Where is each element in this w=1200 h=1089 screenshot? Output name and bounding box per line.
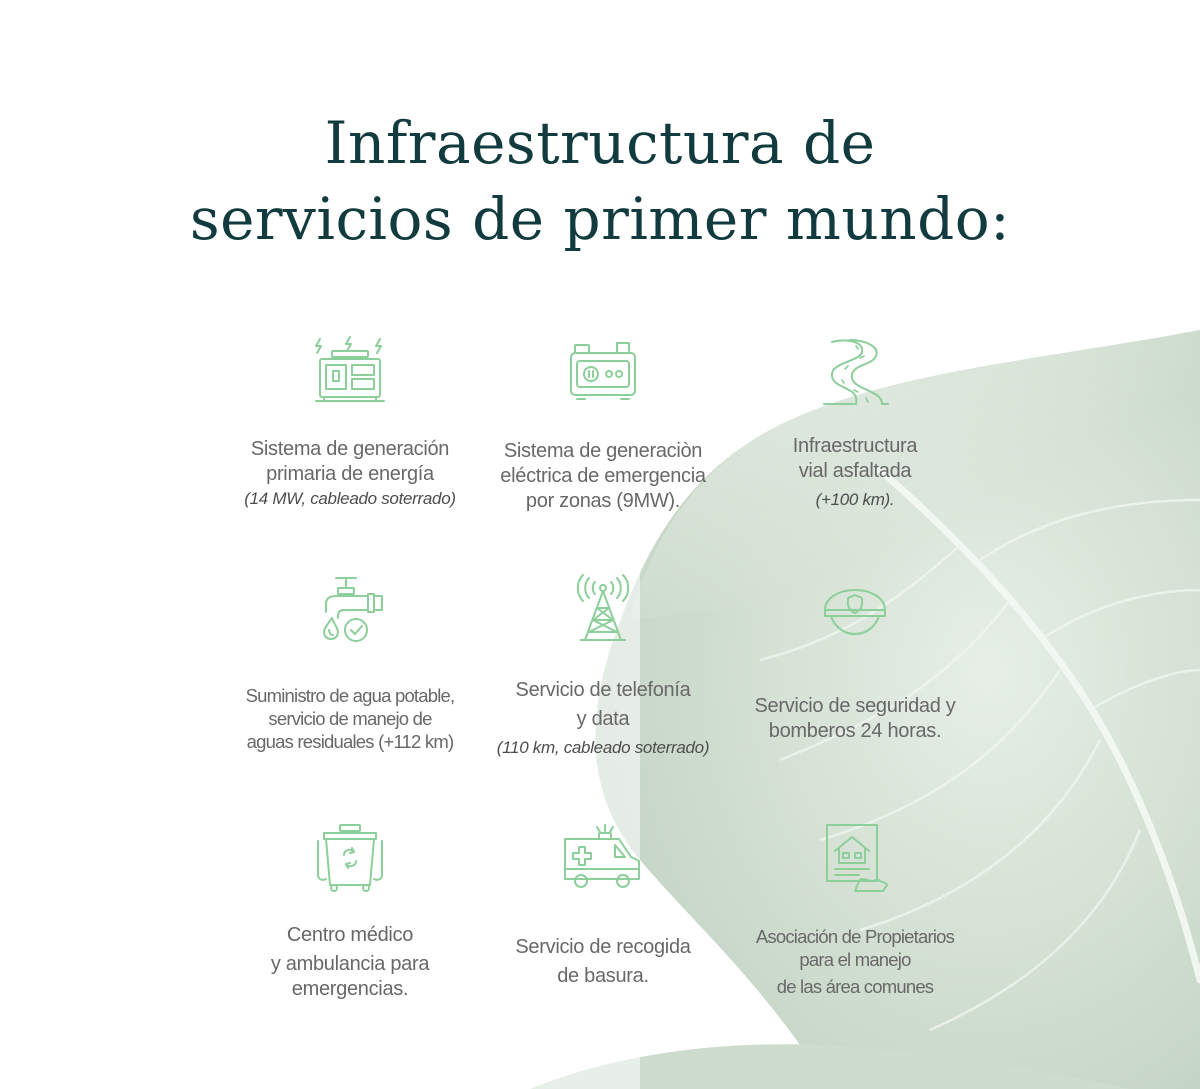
service-label-line: Sistema de generación (250, 438, 450, 460)
service-label-line: primaria de energía (266, 463, 434, 485)
service-label-line: eléctrica de emergencia (500, 465, 706, 487)
telecom-tower-icon (576, 574, 630, 641)
service-note: (14 MW, cableado soterrado) (244, 489, 456, 508)
service-label-line: Servicio de telefonía (515, 679, 691, 701)
service-label-line: y ambulancia para (270, 953, 430, 975)
title-line-1: Infraestructura de (324, 109, 876, 177)
service-label-line: bomberos 24 horas. (768, 720, 942, 742)
page-title: Infraestructura de servicios de primer m… (0, 105, 1200, 257)
service-label-line: Suministro de agua potable, (245, 685, 456, 706)
service-item-road-infrastructure: Infraestructura vial asfaltada (+100 km)… (730, 336, 980, 512)
service-label-line: Centro médico (286, 924, 414, 946)
service-item-water-supply: Suministro de agua potable, servicio de … (225, 574, 475, 753)
service-label-line: Infraestructura (792, 435, 918, 457)
emergency-generator-icon (570, 342, 636, 400)
service-label-line: por zonas (9MW). (525, 490, 681, 512)
service-label-line: de las área comunes (776, 976, 934, 997)
property-document-icon (826, 824, 888, 892)
service-item-power-generation: Sistema de generación primaria de energí… (225, 335, 475, 511)
service-label-line: Sistema de generaciòn (503, 440, 703, 462)
service-label-line: para el manejo (799, 949, 911, 970)
title-line-2: servicios de primer mundo: (189, 185, 1011, 253)
service-item-telephony: Servicio de telefonía y data (110 km, ca… (478, 574, 728, 760)
service-item-security: Servicio de seguridad y bomberos 24 hora… (730, 586, 980, 744)
service-label-line: emergencias. (291, 978, 409, 1000)
service-label-line: Servicio de recogida (515, 936, 691, 958)
winding-road-icon (823, 339, 889, 405)
service-label-line: vial asfaltada (798, 460, 912, 482)
security-cap-icon (824, 589, 886, 635)
ambulance-icon (564, 824, 640, 888)
water-faucet-icon (323, 577, 383, 642)
service-item-owners-association: Asociación de Propietarios para el manej… (730, 823, 980, 998)
power-generator-icon (315, 336, 385, 402)
service-item-medical-center: Centro médico y ambulancia para emergenc… (225, 823, 475, 1002)
service-label-line: de basura. (557, 965, 649, 987)
service-item-waste-collection: Servicio de recogida de basura. (478, 823, 728, 989)
service-item-emergency-generation: Sistema de generaciòn eléctrica de emerg… (478, 337, 728, 514)
recycling-bin-icon (317, 824, 383, 892)
service-note: (110 km, cableado soterrado) (496, 738, 710, 757)
service-label-line: servicio de manejo de (268, 708, 432, 729)
service-label-line: Asociación de Propietarios (755, 926, 955, 947)
service-label-line: Servicio de seguridad y (754, 695, 956, 717)
service-label-line: aguas residuales (+112 km) (246, 731, 454, 752)
service-label-line: y data (576, 708, 630, 730)
service-note: (+100 km). (815, 490, 895, 509)
